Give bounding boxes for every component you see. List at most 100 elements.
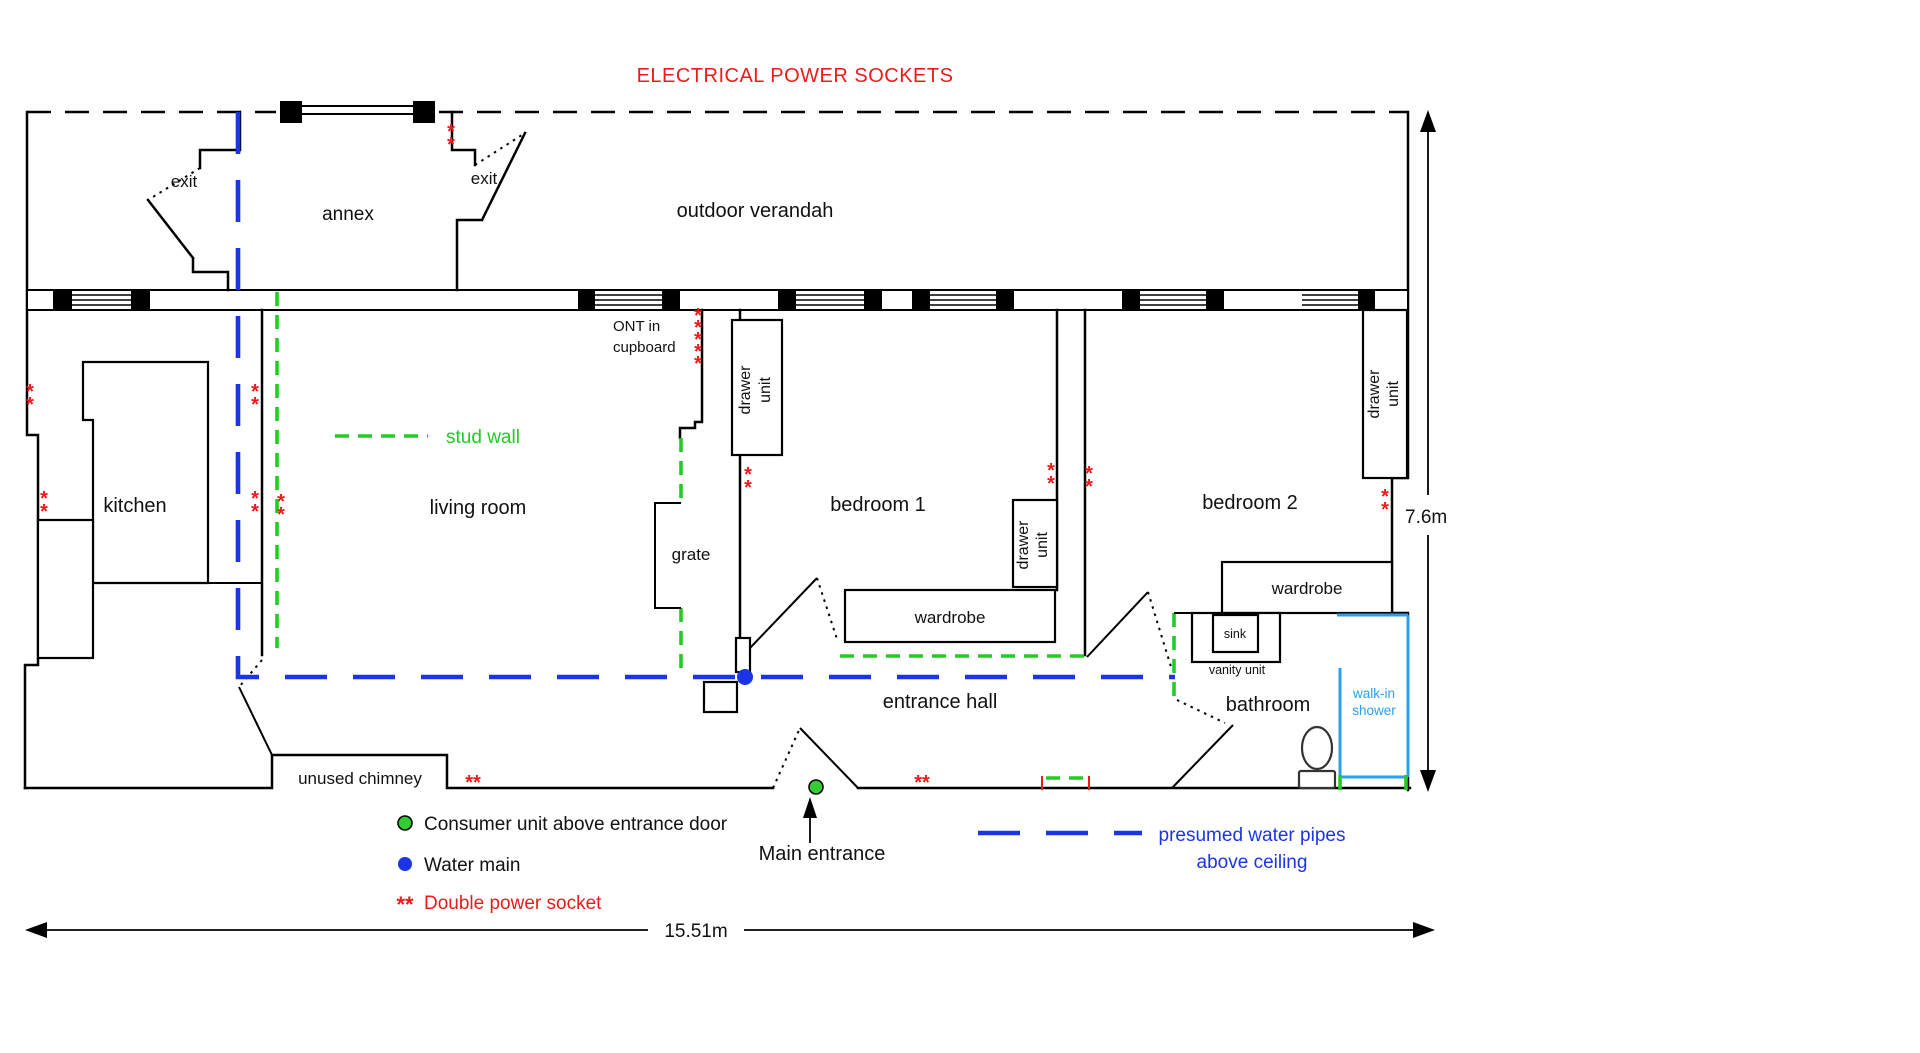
chimney-junction-box (702, 680, 739, 714)
drawer-unit-label-bedroom2: drawer unit (1366, 369, 1402, 419)
svg-text:presumed water pipes: presumed water pipes (1159, 825, 1346, 846)
drawer-unit-bedroom2 (1361, 308, 1409, 480)
svg-text:drawer: drawer (1366, 369, 1383, 419)
bedroom2-door (1086, 591, 1173, 671)
toilet-icon (1297, 725, 1337, 790)
svg-text:*: * (26, 394, 34, 416)
svg-text:**: ** (396, 892, 414, 917)
svg-text:drawer: drawer (737, 365, 754, 415)
room-label-verandah: outdoor verandah (677, 200, 834, 222)
svg-text:*: * (694, 341, 702, 363)
wardrobe-bedroom2 (1220, 560, 1394, 615)
height-dimension-label: 7.6m (1405, 507, 1447, 528)
vanity-label: vanity unit (1209, 663, 1266, 677)
bottom-wall-stud-gap (1041, 776, 1090, 790)
ont-label-line2: cupboard (613, 339, 676, 356)
svg-text:*: * (694, 329, 702, 351)
kitchen-door (238, 659, 273, 756)
svg-text:*: * (40, 501, 48, 523)
dimension-horizontal (25, 922, 1435, 938)
room-label-bathroom: bathroom (1226, 694, 1311, 716)
svg-text:**: ** (465, 772, 481, 794)
grate-outline (654, 502, 681, 609)
drawer-unit-label-divider: drawer unit (1015, 520, 1051, 570)
svg-text:*: * (694, 305, 702, 327)
legend-consumer-unit: Consumer unit above entrance door (397, 814, 728, 835)
svg-text:Double power socket: Double power socket (424, 893, 602, 914)
grate-label: grate (672, 545, 711, 564)
shower-label-line1: walk-in (1352, 686, 1395, 701)
svg-text:*: * (1047, 473, 1055, 495)
exit-left-structure (146, 110, 242, 292)
page-title: ELECTRICAL POWER SOCKETS (637, 65, 954, 87)
svg-text:*: * (251, 488, 259, 510)
bottom-wall (23, 753, 1412, 790)
svg-text:unit: unit (757, 377, 774, 403)
bathroom-door (1171, 699, 1234, 789)
room-label-bedroom2: bedroom 2 (1202, 492, 1298, 514)
room-label-bedroom1: bedroom 1 (830, 494, 926, 516)
sink-label: sink (1224, 627, 1247, 641)
main-entrance-door (772, 727, 859, 789)
svg-text:*: * (447, 134, 455, 156)
drawer-unit-label-bedroom1: drawer unit (737, 365, 774, 415)
room-label-annex: annex (322, 204, 374, 225)
svg-text:*: * (744, 477, 752, 499)
wardrobe1-label: wardrobe (914, 608, 986, 627)
room-label-entrance-hall: entrance hall (883, 691, 998, 713)
drawer-unit-bedroom1 (730, 318, 784, 457)
legend-stud-wall: stud wall (335, 427, 520, 448)
svg-text:Consumer unit above entrance d: Consumer unit above entrance door (424, 814, 728, 835)
ont-cupboard-wall (678, 308, 704, 440)
walk-in-shower-outline (1337, 613, 1410, 790)
main-entrance-arrow (803, 797, 817, 843)
legend-water-main: Water main (398, 855, 520, 876)
bedroom1-door-post (734, 636, 752, 674)
ont-label-line1: ONT in (613, 318, 660, 335)
room-label-exit-left: exit (171, 172, 198, 191)
exit-right-structure (450, 110, 527, 292)
gate-symbol (280, 101, 435, 123)
kitchen-island (81, 360, 210, 585)
wardrobe-bedroom1 (843, 588, 1057, 644)
room-label-exit-right: exit (471, 169, 498, 188)
kitchen-counter (36, 518, 95, 660)
water-main-dot (737, 669, 753, 685)
svg-text:*: * (1085, 463, 1093, 485)
legend-water-pipes: presumed water pipes above ceiling (978, 825, 1345, 873)
consumer-unit-dot (808, 779, 824, 795)
width-dimension-label: 15.51m (664, 921, 727, 942)
svg-text:*: * (251, 381, 259, 403)
svg-text:unit: unit (1385, 381, 1402, 407)
svg-text:unit: unit (1034, 532, 1051, 558)
svg-text:drawer: drawer (1015, 520, 1032, 570)
svg-text:stud wall: stud wall (446, 427, 520, 448)
svg-text:*: * (1085, 476, 1093, 498)
window-wall-band (26, 289, 1409, 311)
svg-text:*: * (1047, 460, 1055, 482)
room-label-living-room: living room (430, 497, 527, 519)
svg-text:*: * (251, 501, 259, 523)
svg-text:*: * (251, 394, 259, 416)
socket-markers: ** ** ** ** ** ** ** ** ** ** * * * * * … (26, 121, 1389, 794)
svg-text:*: * (26, 381, 34, 403)
svg-text:*: * (277, 491, 285, 513)
svg-text:*: * (744, 464, 752, 486)
legend-double-socket: ** Double power socket (396, 892, 602, 917)
main-entrance-label: Main entrance (759, 843, 886, 865)
svg-text:*: * (694, 317, 702, 339)
svg-text:**: ** (914, 772, 930, 794)
svg-text:*: * (277, 504, 285, 526)
svg-text:*: * (1381, 499, 1389, 521)
outer-wall-left (23, 110, 40, 790)
svg-text:above ceiling: above ceiling (1197, 852, 1308, 873)
shower-label-line2: shower (1352, 703, 1396, 718)
bedroom-divider-wall (1055, 308, 1087, 657)
svg-text:*: * (1381, 486, 1389, 508)
wardrobe2-label: wardrobe (1271, 579, 1343, 598)
svg-text:*: * (694, 353, 702, 375)
dimension-vertical (1420, 110, 1436, 792)
room-label-kitchen: kitchen (103, 495, 166, 517)
